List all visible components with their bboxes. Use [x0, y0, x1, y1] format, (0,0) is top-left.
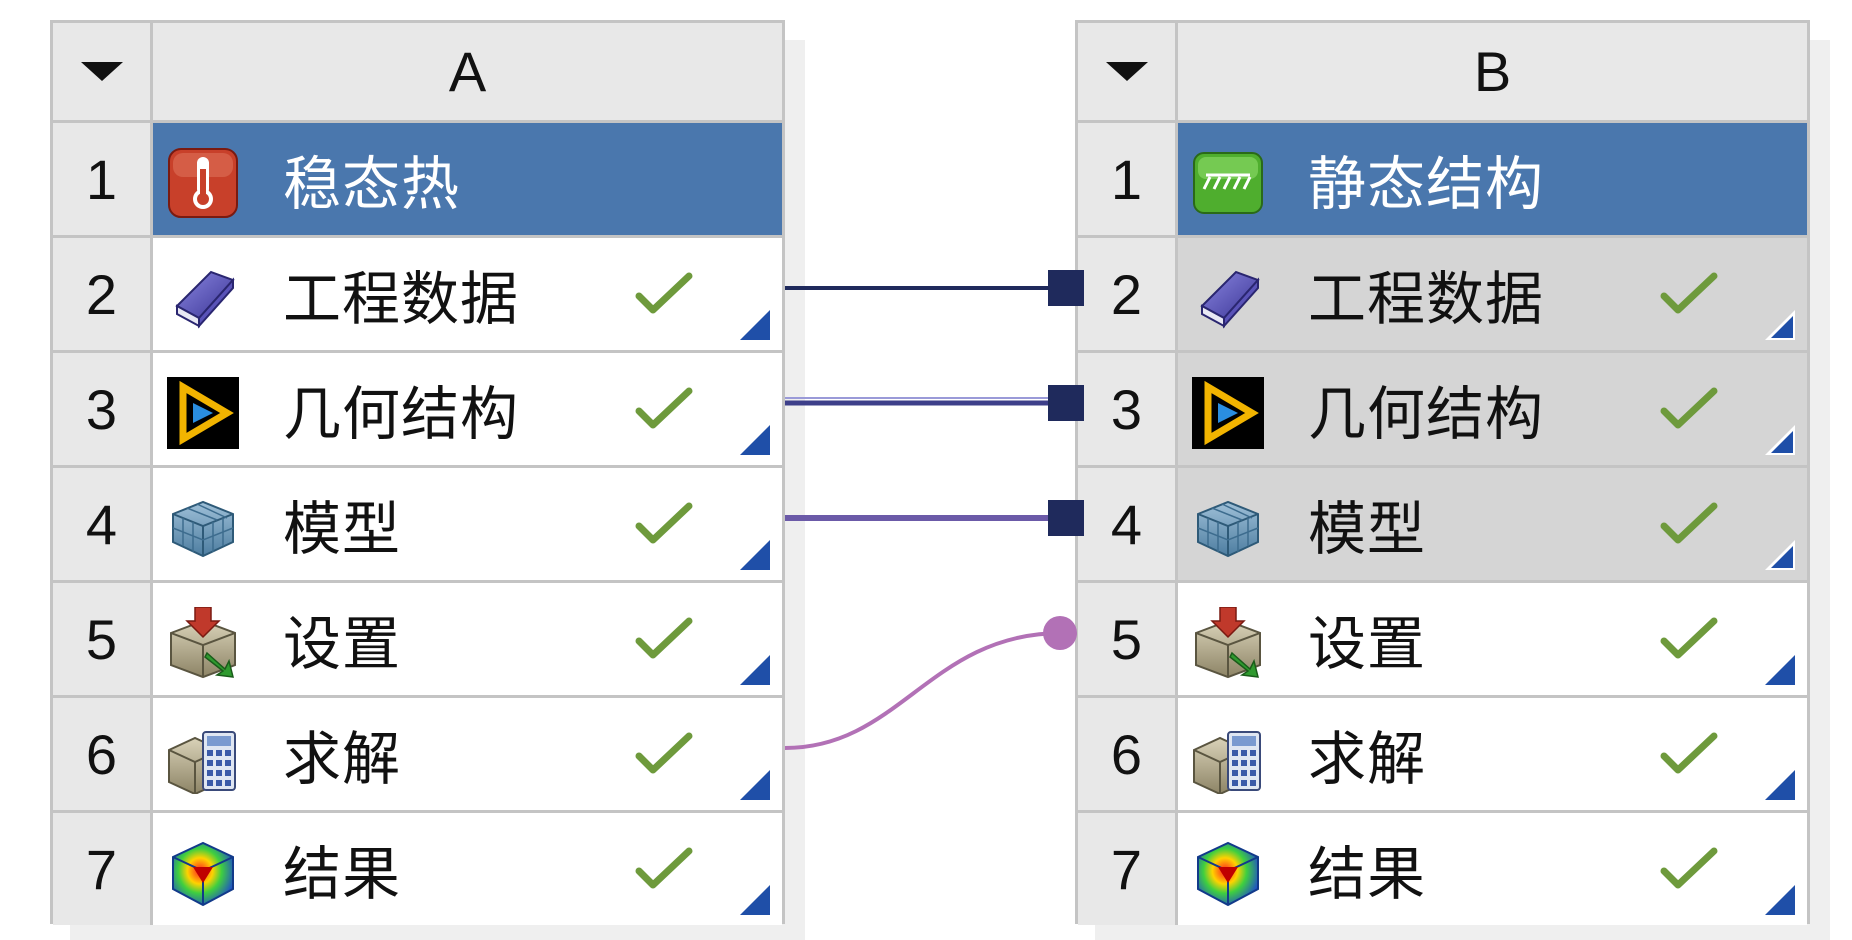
- cell-results[interactable]: 结果: [1178, 813, 1807, 925]
- row-number: 1: [53, 123, 153, 235]
- row-number: 7: [1078, 813, 1178, 925]
- cell-label: 设置: [283, 610, 402, 678]
- row-number: 2: [1078, 238, 1178, 350]
- system-b-row-5[interactable]: 5 设置: [1078, 580, 1807, 695]
- system-title-label: 稳态热: [283, 150, 461, 218]
- row-number: 6: [53, 698, 153, 810]
- system-b-block[interactable]: B 1 静态结构 2 工程数据 3 几何结构 4 模型: [1075, 20, 1810, 925]
- row-number: 7: [53, 813, 153, 925]
- cell-engineering-data[interactable]: 工程数据: [153, 238, 782, 350]
- system-a-row-2[interactable]: 2 工程数据: [53, 235, 782, 350]
- corner-arrow-icon[interactable]: [1765, 310, 1795, 340]
- corner-arrow-icon[interactable]: [1765, 425, 1795, 455]
- row-number: 2: [53, 238, 153, 350]
- cell-geometry[interactable]: 几何结构: [1178, 353, 1807, 465]
- system-b-row-2[interactable]: 2 工程数据: [1078, 235, 1807, 350]
- cell-solution[interactable]: 求解: [1178, 698, 1807, 810]
- cell-label: 模型: [1308, 495, 1427, 563]
- system-a-block[interactable]: A 1 稳态热 2 工程数据 3 几何结构 4 模型: [50, 20, 785, 925]
- row-number: 6: [1078, 698, 1178, 810]
- system-b-row-3[interactable]: 3 几何结构: [1078, 350, 1807, 465]
- cell-model[interactable]: 模型: [1178, 468, 1807, 580]
- cell-label: 几何结构: [1308, 380, 1545, 448]
- system-b-row-1[interactable]: 1 静态结构: [1078, 120, 1807, 235]
- system-a-row-6[interactable]: 6 求解: [53, 695, 782, 810]
- cell-setup[interactable]: 设置: [1178, 583, 1807, 695]
- cell-engineering-data[interactable]: 工程数据: [1178, 238, 1807, 350]
- cell-label: 模型: [283, 495, 402, 563]
- cell-label: 设置: [1308, 610, 1427, 678]
- cell-label: 工程数据: [283, 265, 520, 333]
- cell-geometry[interactable]: 几何结构: [153, 353, 782, 465]
- system-b-row-7[interactable]: 7 结果: [1078, 810, 1807, 925]
- cell-label: 求解: [283, 725, 402, 793]
- system-b-row-6[interactable]: 6 求解: [1078, 695, 1807, 810]
- system-a-row-5[interactable]: 5 设置: [53, 580, 782, 695]
- cell-label: 求解: [1308, 725, 1427, 793]
- system-b-menu-arrow[interactable]: [1078, 23, 1178, 120]
- row-number: 4: [53, 468, 153, 580]
- cell-results[interactable]: 结果: [153, 813, 782, 925]
- row-number: 5: [1078, 583, 1178, 695]
- row-number: 5: [53, 583, 153, 695]
- connection-engineering-data[interactable]: [785, 270, 1084, 306]
- row-number: 4: [1078, 468, 1178, 580]
- system-a-row-3[interactable]: 3 几何结构: [53, 350, 782, 465]
- system-a-header: A: [53, 23, 782, 123]
- system-title-cell[interactable]: 稳态热: [153, 123, 782, 235]
- connection-solution-to-setup[interactable]: [784, 616, 1077, 750]
- cell-label: 工程数据: [1308, 265, 1545, 333]
- cell-solution[interactable]: 求解: [153, 698, 782, 810]
- system-a-column-letter: A: [448, 40, 487, 103]
- system-title-cell[interactable]: 静态结构: [1178, 123, 1807, 235]
- system-title-label: 静态结构: [1308, 150, 1545, 218]
- system-a-row-4[interactable]: 4 模型: [53, 465, 782, 580]
- connection-model[interactable]: [785, 500, 1084, 536]
- connection-geometry[interactable]: [785, 385, 1084, 421]
- dropdown-arrow-icon: [1105, 62, 1148, 81]
- row-number: 3: [53, 353, 153, 465]
- row-number: 1: [1078, 123, 1178, 235]
- system-a-menu-arrow[interactable]: [53, 23, 153, 120]
- cell-label: 结果: [1308, 840, 1427, 908]
- system-a-row-7[interactable]: 7 结果: [53, 810, 782, 925]
- system-b-column-letter: B: [1473, 40, 1512, 103]
- cell-label: 结果: [283, 840, 402, 908]
- corner-arrow-icon[interactable]: [1765, 540, 1795, 570]
- system-a-row-1[interactable]: 1 稳态热: [53, 120, 782, 235]
- row-number: 3: [1078, 353, 1178, 465]
- cell-setup[interactable]: 设置: [153, 583, 782, 695]
- cell-label: 几何结构: [283, 380, 520, 448]
- cell-model[interactable]: 模型: [153, 468, 782, 580]
- dropdown-arrow-icon: [80, 62, 123, 81]
- system-b-row-4[interactable]: 4 模型: [1078, 465, 1807, 580]
